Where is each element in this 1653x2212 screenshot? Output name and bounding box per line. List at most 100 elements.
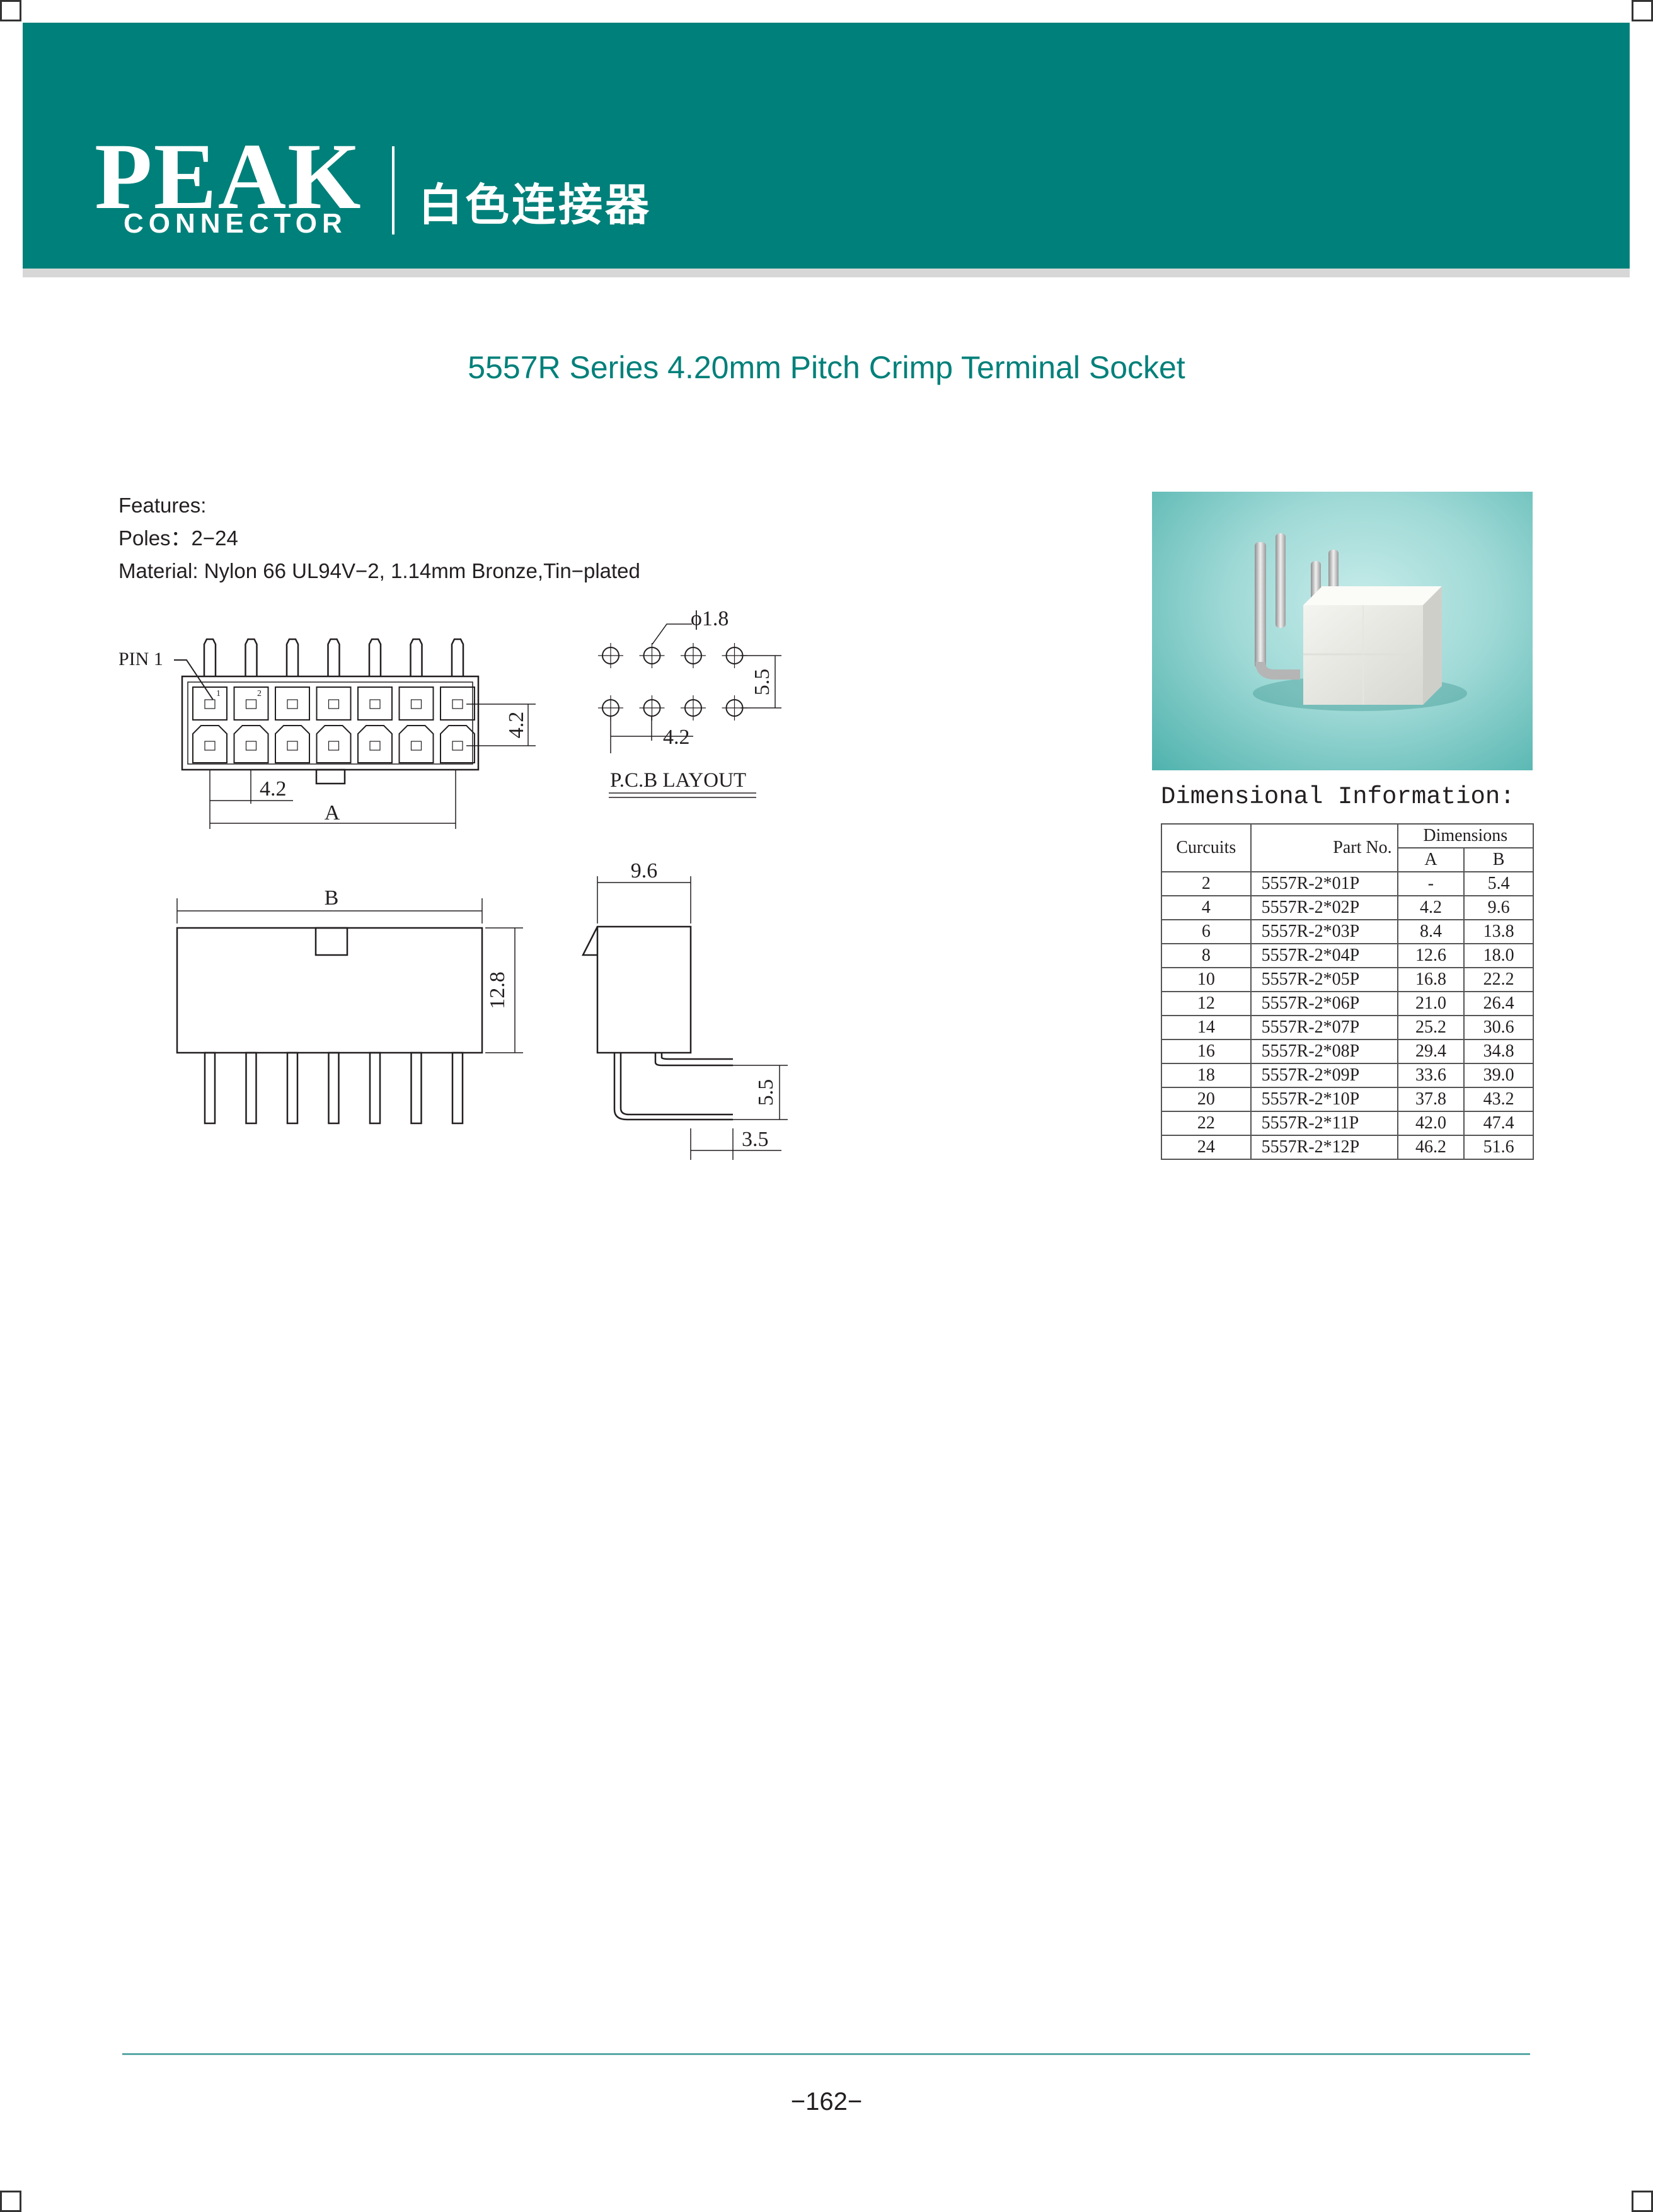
cell-dim-b: 51.6	[1463, 1135, 1534, 1160]
header-shadow	[23, 269, 1630, 277]
cell-part-no: 5557R-2*07P	[1250, 1015, 1398, 1040]
cell-circuits: 4	[1161, 895, 1252, 920]
cell-part-no: 5557R-2*04P	[1250, 943, 1398, 968]
cell-dim-b: 26.4	[1463, 991, 1534, 1016]
features-heading: Features:	[118, 494, 207, 517]
cell-circuits: 8	[1161, 943, 1252, 968]
row-pitch-dimension: 4.2	[505, 712, 528, 739]
cavity-top	[357, 686, 393, 721]
crop-mark-bottom-right	[1632, 2191, 1653, 2212]
cell-dim-a: 42.0	[1397, 1111, 1465, 1136]
connector-illustration	[1253, 533, 1467, 711]
cavity-terminal	[287, 699, 298, 709]
cavity-terminal	[245, 699, 257, 709]
cell-dim-b: 47.4	[1463, 1111, 1534, 1136]
side-width-dimension: 9.6	[631, 859, 658, 883]
hole-diameter-dimension: ϕ1.8	[691, 607, 729, 630]
cavity-bottom	[275, 725, 310, 763]
cell-dim-a: -	[1397, 871, 1465, 896]
features-material: Material: Nylon 66 UL94V−2, 1.14mm Bronz…	[118, 559, 640, 582]
cell-dim-b: 34.8	[1463, 1039, 1534, 1064]
brand-logo-subtitle: CONNECTOR	[124, 208, 347, 239]
cell-dim-b: 43.2	[1463, 1087, 1534, 1112]
dimension-a-label: A	[325, 801, 340, 825]
cavity-terminal	[328, 741, 340, 751]
header-dim-a: A	[1397, 847, 1465, 872]
crop-mark-top-left	[0, 0, 21, 21]
cavity-top	[398, 686, 434, 721]
cavity-bottom	[440, 725, 475, 763]
cell-circuits: 18	[1161, 1063, 1252, 1088]
top-pin	[451, 638, 464, 676]
product-photo	[1152, 492, 1533, 770]
cell-part-no: 5557R-2*08P	[1250, 1039, 1398, 1064]
height-dimension: 12.8	[486, 971, 509, 1009]
cavity-terminal	[328, 699, 340, 709]
bottom-pin	[204, 1051, 216, 1125]
header-band	[23, 23, 1630, 269]
cavity-terminal	[452, 699, 463, 709]
cavity-bottom	[192, 725, 228, 763]
cell-dim-b: 5.4	[1463, 871, 1534, 896]
cell-circuits: 20	[1161, 1087, 1252, 1112]
cell-circuits: 10	[1161, 967, 1252, 992]
crop-mark-bottom-left	[0, 2191, 21, 2212]
cell-circuits: 6	[1161, 919, 1252, 944]
cell-circuits: 12	[1161, 991, 1252, 1016]
top-pin	[285, 638, 299, 676]
pcb-row-dimension: 5.5	[751, 669, 774, 696]
cell-dim-b: 13.8	[1463, 919, 1534, 944]
cavity-bottom	[316, 725, 352, 763]
features-poles: Poles：2−24	[118, 526, 238, 550]
bottom-pin	[410, 1051, 422, 1125]
cavity-bottom	[357, 725, 393, 763]
cavity-terminal	[369, 699, 381, 709]
features-block: Features: Poles：2−24 Material: Nylon 66 …	[118, 489, 640, 588]
cavity-top	[192, 686, 228, 721]
cell-part-no: 5557R-2*10P	[1250, 1087, 1398, 1112]
cell-dim-a: 21.0	[1397, 991, 1465, 1016]
front-view-drawing	[174, 638, 536, 829]
cell-dim-a: 37.8	[1397, 1087, 1465, 1112]
page-number: −162−	[790, 2088, 863, 2116]
cavity-terminal	[410, 699, 422, 709]
cell-dim-a: 29.4	[1397, 1039, 1465, 1064]
cell-dim-b: 9.6	[1463, 895, 1534, 920]
pcb-layout-label: P.C.B LAYOUT	[610, 769, 746, 792]
cavity-top	[440, 686, 475, 721]
cell-part-no: 5557R-2*05P	[1250, 967, 1398, 992]
top-pin	[203, 638, 217, 676]
cavity-top	[275, 686, 310, 721]
cell-part-no: 5557R-2*09P	[1250, 1063, 1398, 1088]
dimensional-info-title: Dimensional Information:	[1161, 783, 1515, 811]
cell-dim-a: 8.4	[1397, 919, 1465, 944]
cavity-top	[233, 686, 269, 721]
bottom-front-view	[176, 927, 483, 1125]
cell-dim-b: 22.2	[1463, 967, 1534, 992]
dimension-b-label: B	[325, 886, 339, 910]
header-circuits: Curcuits	[1161, 823, 1252, 872]
pin1-leader	[174, 659, 214, 700]
cavity-terminal	[204, 741, 216, 751]
pcb-layout-holes	[598, 643, 747, 721]
bottom-pin	[245, 1051, 257, 1125]
side-view	[581, 925, 733, 1121]
cell-dim-a: 12.6	[1397, 943, 1465, 968]
header-dim-b: B	[1463, 847, 1534, 872]
leg-dimension: 5.5	[754, 1079, 778, 1106]
cell-circuits: 16	[1161, 1039, 1252, 1064]
cavity-terminal	[287, 741, 298, 751]
bottom-pin	[286, 1051, 299, 1125]
cell-dim-a: 46.2	[1397, 1135, 1465, 1160]
cell-dim-a: 4.2	[1397, 895, 1465, 920]
logo-divider	[392, 146, 395, 235]
cell-dim-b: 39.0	[1463, 1063, 1534, 1088]
